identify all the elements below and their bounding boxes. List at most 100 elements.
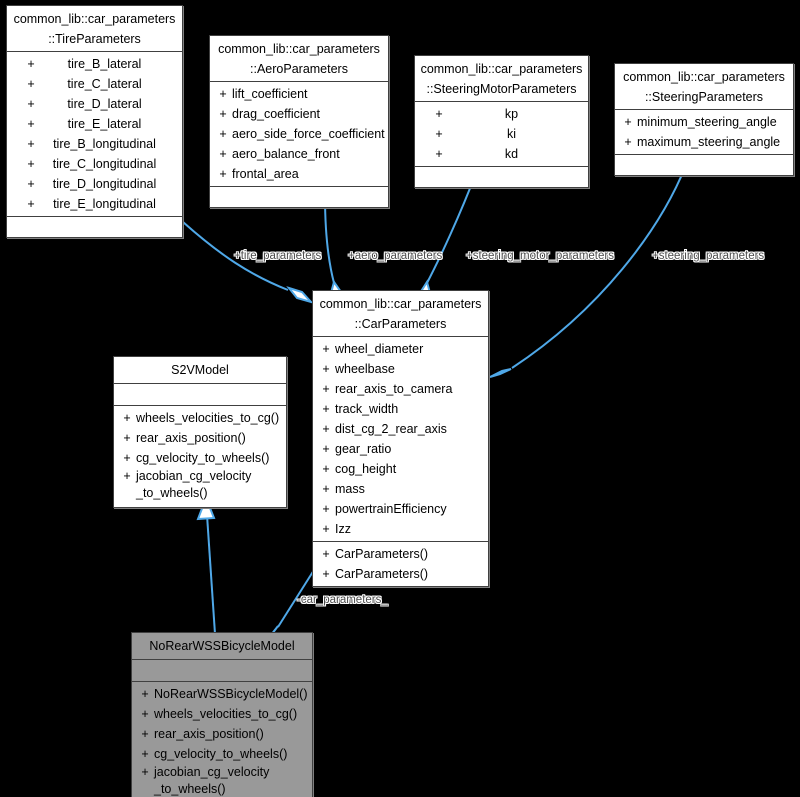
edge-label-aero-parameters: +aero_parameters — [348, 250, 443, 262]
class-box-car-parameters[interactable]: common_lib::car_parameters ::CarParamete… — [312, 290, 489, 587]
method-name: jacobian_cg_velocity _to_wheels() — [136, 469, 252, 500]
methods-compartment: +CarParameters() +CarParameters() — [313, 542, 488, 586]
edge-inheritance-s2vmodel — [206, 514, 216, 635]
class-title-tire-parameters: common_lib::car_parameters ::TireParamet… — [7, 6, 182, 52]
method-name: rear_axis_position() — [154, 727, 264, 741]
method-name: wheels_velocities_to_cg() — [136, 411, 280, 425]
class-title-line1: common_lib::car_parameters — [218, 42, 380, 56]
visibility: + — [123, 411, 131, 425]
methods-compartment — [7, 217, 182, 237]
attribute-name: tire_E_longitudinal — [53, 197, 156, 211]
edge-label-car-parameters-member: -car_parameters_ — [297, 594, 388, 606]
attribute-row: + dist_cg_2_rear_axis — [313, 419, 488, 439]
class-box-steering-parameters[interactable]: common_lib::car_parameters ::SteeringPar… — [614, 63, 794, 176]
visibility: + — [27, 157, 35, 171]
visibility: + — [141, 765, 149, 779]
attributes-compartment — [114, 384, 286, 406]
attribute-name: dist_cg_2_rear_axis — [335, 422, 447, 436]
class-box-no-rear-wss-bicycle-model[interactable]: NoRearWSSBicycleModel +NoRearWSSBicycleM… — [131, 632, 313, 797]
attribute-name: frontal_area — [232, 167, 299, 181]
visibility: + — [322, 362, 330, 376]
method-row: +CarParameters() — [313, 544, 488, 564]
visibility: + — [219, 167, 227, 181]
attributes-compartment — [132, 660, 312, 682]
attribute-name: kd — [504, 147, 519, 161]
class-title-line2: ::AeroParameters — [250, 62, 348, 76]
edge-aero-parameters — [324, 195, 335, 284]
attribute-row: + frontal_area — [210, 164, 388, 184]
attributes-compartment: +minimum_steering_angle +maximum_steerin… — [615, 110, 793, 155]
method-name: CarParameters() — [335, 547, 429, 561]
attribute-name: powertrainEfficiency — [335, 502, 447, 516]
method-row: +NoRearWSSBicycleModel() — [132, 684, 312, 704]
attribute-row: +tire_B_lateral — [7, 54, 182, 74]
attribute-row: +wheelbase — [313, 359, 488, 379]
attribute-row: +wheel_diameter — [313, 339, 488, 359]
attributes-compartment: +tire_B_lateral +tire_C_lateral +tire_D_… — [7, 52, 182, 217]
class-box-steering-motor-parameters[interactable]: common_lib::car_parameters ::SteeringMot… — [414, 55, 589, 188]
visibility: + — [322, 502, 330, 516]
attribute-name: tire_B_longitudinal — [53, 137, 156, 151]
class-box-aero-parameters[interactable]: common_lib::car_parameters ::AeroParamet… — [209, 35, 389, 208]
visibility: + — [322, 422, 330, 436]
attribute-name: kp — [504, 107, 519, 121]
attribute-row: + powertrainEfficiency — [313, 499, 488, 519]
attribute-name: ki — [506, 127, 517, 141]
class-title-no-rear-wss-bicycle-model: NoRearWSSBicycleModel — [132, 633, 312, 660]
attribute-name: minimum_steering_angle — [637, 115, 777, 129]
visibility: + — [219, 147, 227, 161]
diamond-tire-parameters — [286, 286, 315, 304]
attribute-name: tire_E_lateral — [67, 117, 142, 131]
visibility: + — [322, 462, 330, 476]
visibility: + — [322, 342, 330, 356]
edge-label-steering-parameters: +steering_parameters — [652, 250, 765, 262]
class-title-s2vmodel: S2VModel — [114, 357, 286, 384]
attribute-row: +tire_D_longitudinal — [7, 174, 182, 194]
class-title-line1: common_lib::car_parameters — [13, 12, 176, 26]
attributes-compartment: + kp + ki + kd — [415, 102, 588, 167]
attribute-row: +cog_height — [313, 459, 488, 479]
attribute-row: +tire_B_longitudinal — [7, 134, 182, 154]
visibility: + — [219, 87, 227, 101]
visibility: + — [322, 482, 330, 496]
class-title-line1: common_lib::car_parameters — [420, 62, 583, 76]
method-row: +cg_velocity_to_wheels() — [132, 744, 312, 764]
attribute-name: aero_side_force_coefficient — [232, 127, 385, 141]
method-name: wheels_velocities_to_cg() — [154, 707, 298, 721]
visibility: + — [322, 442, 330, 456]
method-row: +rear_axis_position() — [114, 428, 286, 448]
attribute-row: + ki — [415, 124, 588, 144]
visibility: + — [435, 147, 443, 161]
class-title-line2: ::SteeringParameters — [644, 90, 764, 104]
attribute-row: +tire_C_lateral — [7, 74, 182, 94]
attribute-row: + kd — [415, 144, 588, 164]
edge-steering-parameters — [511, 164, 687, 369]
visibility: + — [219, 127, 227, 141]
method-name: rear_axis_position() — [136, 431, 246, 445]
diamond-steering-parameters — [489, 368, 512, 378]
visibility: + — [322, 567, 330, 581]
attribute-row: +track_width — [313, 399, 488, 419]
class-title-steering-parameters: common_lib::car_parameters ::SteeringPar… — [615, 64, 793, 110]
class-box-tire-parameters[interactable]: common_lib::car_parameters ::TireParamet… — [6, 5, 183, 238]
visibility: + — [435, 107, 443, 121]
visibility: + — [27, 117, 35, 131]
attribute-name: drag_coefficient — [232, 107, 321, 121]
method-row: +rear_axis_position() — [132, 724, 312, 744]
class-title-line1: S2VModel — [171, 363, 229, 377]
class-box-s2vmodel[interactable]: S2VModel + wheels_velocities_to_cg() +rea… — [113, 356, 287, 508]
attribute-row: + drag_coefficient — [210, 104, 388, 124]
method-row: + wheels_velocities_to_cg() — [114, 408, 286, 428]
attribute-name: rear_axis_to_camera — [335, 382, 453, 396]
visibility: + — [141, 747, 149, 761]
visibility: + — [219, 107, 227, 121]
attribute-row: +Izz — [313, 519, 488, 539]
visibility: + — [322, 382, 330, 396]
attribute-row: +aero_balance_front — [210, 144, 388, 164]
visibility: + — [624, 115, 632, 129]
method-name: NoRearWSSBicycleModel() — [154, 687, 308, 701]
visibility: + — [27, 77, 35, 91]
class-title-steering-motor-parameters: common_lib::car_parameters ::SteeringMot… — [415, 56, 588, 102]
visibility: + — [435, 127, 443, 141]
method-name: cg_velocity_to_wheels() — [136, 451, 270, 465]
